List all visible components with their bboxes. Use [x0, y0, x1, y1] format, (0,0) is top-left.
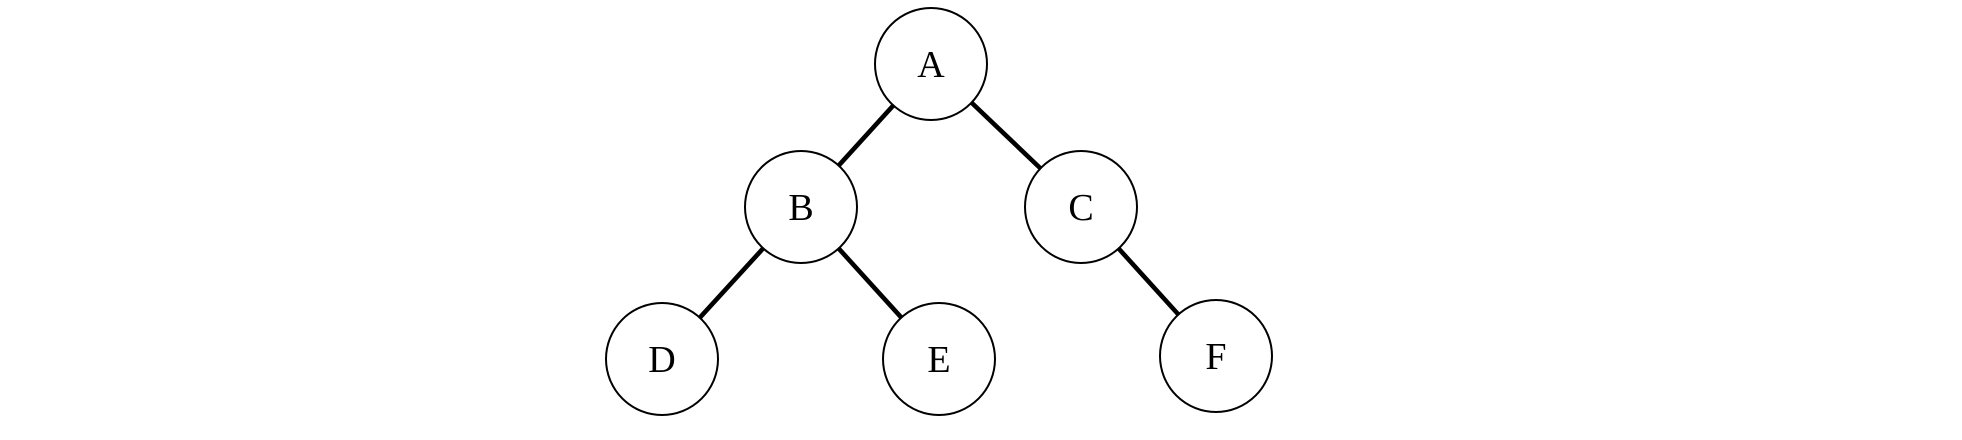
node-circle-f[interactable]	[1159, 299, 1273, 413]
node-label-a: A	[917, 44, 945, 86]
tree-edge-a-c	[969, 100, 1043, 171]
node-circle-b[interactable]	[744, 150, 858, 264]
node-label-c: C	[1068, 187, 1093, 229]
node-circle-a[interactable]	[874, 7, 988, 121]
node-label-f: F	[1205, 336, 1226, 378]
node-circle-c[interactable]	[1024, 150, 1138, 264]
node-layer: A B C D E F	[605, 7, 1273, 416]
tree-node-c[interactable]: C	[1024, 150, 1138, 264]
node-circle-d[interactable]	[605, 302, 719, 416]
edge-layer	[698, 100, 1181, 320]
tree-node-b[interactable]: B	[744, 150, 858, 264]
tree-edge-b-e	[836, 246, 904, 320]
tree-node-d[interactable]: D	[605, 302, 719, 416]
node-label-e: E	[927, 339, 950, 381]
node-circle-e[interactable]	[882, 302, 996, 416]
tree-node-a[interactable]: A	[874, 7, 988, 121]
tree-node-f[interactable]: F	[1159, 299, 1273, 413]
node-label-b: B	[788, 187, 813, 229]
tree-edge-c-f	[1116, 246, 1181, 317]
tree-edge-b-d	[698, 246, 765, 320]
tree-node-e[interactable]: E	[882, 302, 996, 416]
node-label-d: D	[648, 339, 675, 381]
tree-edge-a-b	[836, 103, 896, 168]
